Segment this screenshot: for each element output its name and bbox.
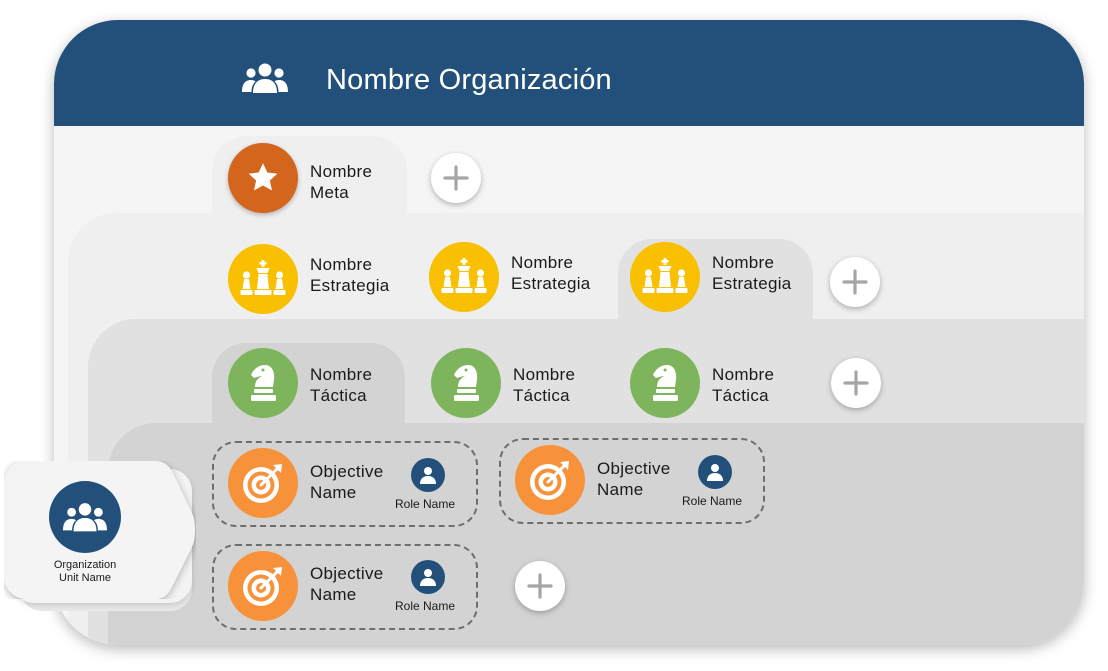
objective-label-3: Objective Name	[310, 563, 384, 605]
chess-pieces-icon	[642, 258, 688, 293]
objective-card-3[interactable]	[212, 544, 478, 630]
objective-icon-wrap	[228, 551, 298, 621]
user-icon	[707, 464, 723, 481]
tactica-item-3[interactable]	[630, 348, 700, 418]
estrategia-label-line1: Nombre	[511, 253, 574, 272]
tactica-label-line2: Táctica	[513, 386, 570, 405]
role-avatar	[411, 458, 445, 492]
role-label: Role Name	[395, 497, 456, 511]
tactica-label-line1: Nombre	[513, 365, 576, 384]
objective-label-line2: Name	[310, 585, 357, 604]
estrategia-icon-circle	[429, 242, 499, 312]
tactica-item-1[interactable]	[228, 348, 298, 418]
tactica-label-1: Nombre Táctica	[310, 364, 372, 406]
chess-knight-icon	[653, 365, 678, 401]
people-group-icon	[63, 503, 107, 532]
tactica-label-line1: Nombre	[310, 365, 373, 384]
plus-icon	[527, 573, 553, 599]
tactica-icon-circle	[228, 348, 298, 418]
meta-item[interactable]	[228, 143, 298, 213]
estrategia-icon-circle	[630, 242, 700, 312]
tactica-label-2: Nombre Táctica	[513, 364, 575, 406]
user-icon	[420, 467, 436, 484]
objective-label-line1: Objective	[310, 564, 384, 583]
plus-icon	[843, 370, 869, 396]
meta-label-line2: Meta	[310, 183, 349, 202]
objective-label-line2: Name	[310, 483, 357, 502]
unit-label-line2: Unit Name	[59, 572, 111, 584]
objective-label-line2: Name	[597, 480, 644, 499]
estrategia-label-line2: Estrategia	[310, 276, 390, 295]
meta-label: Nombre Meta	[310, 161, 372, 203]
add-tactica-button[interactable]	[831, 358, 881, 408]
role-label: Role Name	[682, 494, 743, 508]
objective-label-line1: Objective	[310, 462, 384, 481]
organization-unit-card[interactable]: Organization Unit Name	[4, 461, 196, 611]
unit-label: Organization Unit Name	[4, 559, 166, 585]
objective-icon-wrap	[515, 445, 585, 515]
add-meta-button[interactable]	[431, 153, 481, 203]
tactica-label-line2: Táctica	[310, 386, 367, 405]
chess-pieces-icon	[441, 258, 487, 293]
star-icon	[248, 163, 278, 191]
tactica-label-line2: Táctica	[712, 386, 769, 405]
tactica-label-line1: Nombre	[712, 365, 775, 384]
unit-avatar	[49, 481, 121, 553]
chess-knight-icon	[251, 365, 276, 401]
objective-label-line1: Objective	[597, 459, 671, 478]
organization-card: Nombre Organización Nombre Meta	[54, 20, 1084, 645]
objective-label-1: Objective Name	[310, 461, 384, 503]
user-icon	[420, 569, 436, 586]
role-label: Role Name	[395, 599, 456, 613]
meta-icon-circle	[228, 143, 298, 213]
tactica-item-2[interactable]	[431, 348, 501, 418]
chess-knight-icon	[454, 365, 479, 401]
plus-icon	[842, 269, 868, 295]
target-icon	[243, 464, 282, 503]
objective-card-2[interactable]	[499, 438, 765, 524]
estrategia-label-line2: Estrategia	[511, 274, 591, 293]
estrategia-label-2: Nombre Estrategia	[511, 252, 591, 294]
objective-icon-circle	[228, 551, 298, 621]
add-estrategia-button[interactable]	[830, 257, 880, 307]
objective-card-1[interactable]	[212, 441, 478, 527]
role-avatar	[698, 455, 732, 489]
organization-title: Nombre Organización	[326, 64, 612, 96]
tactica-icon-circle	[431, 348, 501, 418]
objective-icon-wrap	[228, 448, 298, 518]
meta-label-line1: Nombre	[310, 162, 373, 181]
target-icon	[530, 461, 569, 500]
objective-icon-circle	[515, 445, 585, 515]
estrategia-label-line1: Nombre	[712, 253, 775, 272]
objective-label-2: Objective Name	[597, 458, 671, 500]
people-group-icon	[242, 63, 288, 93]
estrategia-label-3: Nombre Estrategia	[712, 252, 792, 294]
add-objective-button[interactable]	[515, 561, 565, 611]
estrategia-item-1[interactable]	[228, 244, 298, 314]
plus-icon	[443, 165, 469, 191]
estrategia-label-line1: Nombre	[310, 255, 373, 274]
tactica-label-3: Nombre Táctica	[712, 364, 774, 406]
target-icon	[243, 567, 282, 606]
estrategia-item-2[interactable]	[429, 242, 499, 312]
unit-label-line1: Organization	[53, 559, 117, 571]
organization-header: Nombre Organización	[54, 20, 1084, 126]
estrategia-label-line2: Estrategia	[712, 274, 792, 293]
objective-icon-circle	[228, 448, 298, 518]
role-avatar	[411, 560, 445, 594]
tactica-icon-circle	[630, 348, 700, 418]
estrategia-item-3[interactable]	[630, 242, 700, 312]
estrategia-label-1: Nombre Estrategia	[310, 254, 390, 296]
chess-pieces-icon	[240, 260, 286, 295]
estrategia-icon-circle	[228, 244, 298, 314]
